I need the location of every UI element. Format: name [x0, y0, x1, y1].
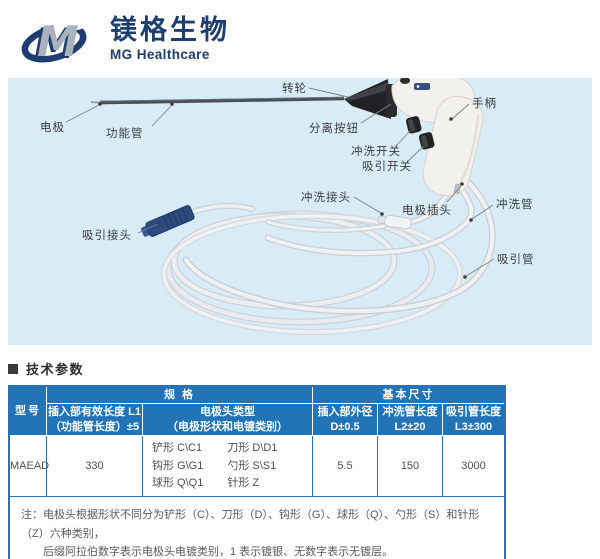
handle-logo-graphic — [414, 83, 430, 90]
tip-type-item: 针形 Z — [227, 477, 260, 490]
cell-model: MAEAD — [10, 435, 49, 497]
leader-lines — [65, 87, 495, 277]
col-header-l2: 冲洗管长度 L2±20 — [378, 404, 443, 436]
col-header-model: 型号 — [10, 387, 47, 436]
release-button-graphic — [400, 78, 410, 84]
cell-diameter: 5.5 — [313, 435, 378, 497]
note-line2: 后缀阿拉伯数字表示电极头电镀类别，1 表示镀银、无数字表示无镀层。 — [43, 546, 394, 559]
group-header-spec: 规 格 — [47, 387, 313, 405]
leader-dots — [98, 102, 473, 279]
note-row: 注：电极头根据形状不同分为铲形（C）、刀形（D）、钩形（G）、球形（Q）、勺形（… — [10, 496, 504, 559]
part-label-release-button: 分离按钮 — [309, 123, 359, 135]
col-header-d-line1: 插入部外径 — [317, 406, 373, 419]
part-label-irrigation-connector: 冲洗接头 — [301, 192, 351, 204]
col-header-diameter: 插入部外径 D±0.5 — [313, 404, 378, 436]
col-header-l1-line1: 插入部有效长度 L1 — [48, 406, 141, 419]
spec-table: 型号 规 格 基本尺寸 插入部有效长度 L1 （功能管长度）±5 电极头类型 （… — [8, 385, 506, 559]
col-header-tip-type: 电极头类型 （电极形状和电镀类别） — [143, 404, 313, 436]
col-header-l2-line1: 冲洗管长度 — [382, 406, 438, 419]
part-label-suction-connector: 吸引接头 — [82, 230, 132, 242]
tubes-graphic — [182, 176, 496, 315]
luer-connector-graphic — [377, 214, 412, 230]
col-header-d-line2: D±0.5 — [330, 420, 360, 433]
part-label-electrode-plug: 电极插头 — [402, 205, 452, 217]
cell-l2: 150 — [378, 435, 443, 497]
note-line1: 注：电极头根据形状不同分为铲形（C）、刀形（D）、钩形（G）、球形（Q）、勺形（… — [21, 508, 480, 540]
shaft-graphic — [99, 96, 345, 105]
tip-type-item: 勺形 S\S1 — [227, 459, 277, 472]
part-label-electrode: 电极 — [40, 122, 65, 134]
cell-l3: 3000 — [443, 435, 504, 497]
col-header-tip-line2: （电极形状和电镀类别） — [167, 420, 288, 433]
cell-tip-types: 铲形 C\C1 刀形 D\D1 钩形 G\G1 勺形 S\S1 球形 Q\Q1 … — [143, 435, 313, 497]
svg-text:M: M — [34, 19, 76, 68]
col-header-l3: 吸引管长度 L3±300 — [443, 404, 504, 436]
part-label-suction-switch: 吸引开关 — [362, 161, 412, 173]
part-label-irrigation-switch: 冲洗开关 — [351, 146, 401, 158]
mg-logo-icon: M M — [21, 11, 96, 68]
svg-text:M: M — [37, 17, 79, 66]
col-header-l1-line2: （功能管长度）±5 — [49, 420, 140, 433]
brand-text: 镁格生物 MG Healthcare — [110, 15, 230, 62]
table-row: MAEAD 330 铲形 C\C1 刀形 D\D1 钩形 G\G1 勺形 S\S… — [10, 435, 504, 497]
group-header-size: 基本尺寸 — [313, 387, 504, 405]
tip-type-item: 钩形 G\G1 — [152, 459, 204, 472]
tip-type-item: 刀形 D\D1 — [227, 442, 278, 455]
cell-l1: 330 — [47, 435, 143, 497]
part-label-irrigation-tube: 冲洗管 — [496, 199, 534, 211]
col-header-l2-line2: L2±20 — [394, 420, 426, 433]
part-label-rotary-wheel: 转轮 — [282, 83, 307, 95]
col-header-tip-line1: 电极头类型 — [200, 406, 255, 419]
col-header-l1: 插入部有效长度 L1 （功能管长度）±5 — [47, 404, 143, 436]
brand-name-en: MG Healthcare — [110, 46, 210, 62]
brand-header: M M 镁格生物 MG Healthcare — [18, 4, 230, 74]
section-bullet-icon — [8, 363, 18, 374]
brand-name-cn: 镁格生物 — [110, 15, 230, 46]
part-label-suction-tube: 吸引管 — [497, 254, 535, 266]
electrode-plug-graphic — [453, 183, 461, 194]
part-label-handle: 手柄 — [472, 98, 497, 110]
rotary-wheel-graphic — [344, 79, 397, 119]
part-label-function-tube: 功能管 — [106, 128, 144, 140]
handle-graphic — [391, 78, 484, 197]
device-illustration — [65, 78, 496, 335]
section-heading: 技术参数 — [8, 359, 84, 378]
tip-type-item: 铲形 C\C1 — [152, 442, 203, 455]
product-diagram-panel — [8, 78, 592, 345]
table-note: 注：电极头根据形状不同分为铲形（C）、刀形（D）、钩形（G）、球形（Q）、勺形（… — [10, 496, 504, 559]
tip-types-grid: 铲形 C\C1 刀形 D\D1 钩形 G\G1 勺形 S\S1 球形 Q\Q1 … — [143, 440, 312, 492]
tip-type-item: 球形 Q\Q1 — [152, 477, 204, 490]
section-title: 技术参数 — [26, 362, 85, 377]
col-header-l3-line2: L3±300 — [454, 420, 493, 433]
suction-connector-graphic — [141, 205, 195, 237]
col-header-l3-line1: 吸引管长度 — [446, 406, 501, 419]
